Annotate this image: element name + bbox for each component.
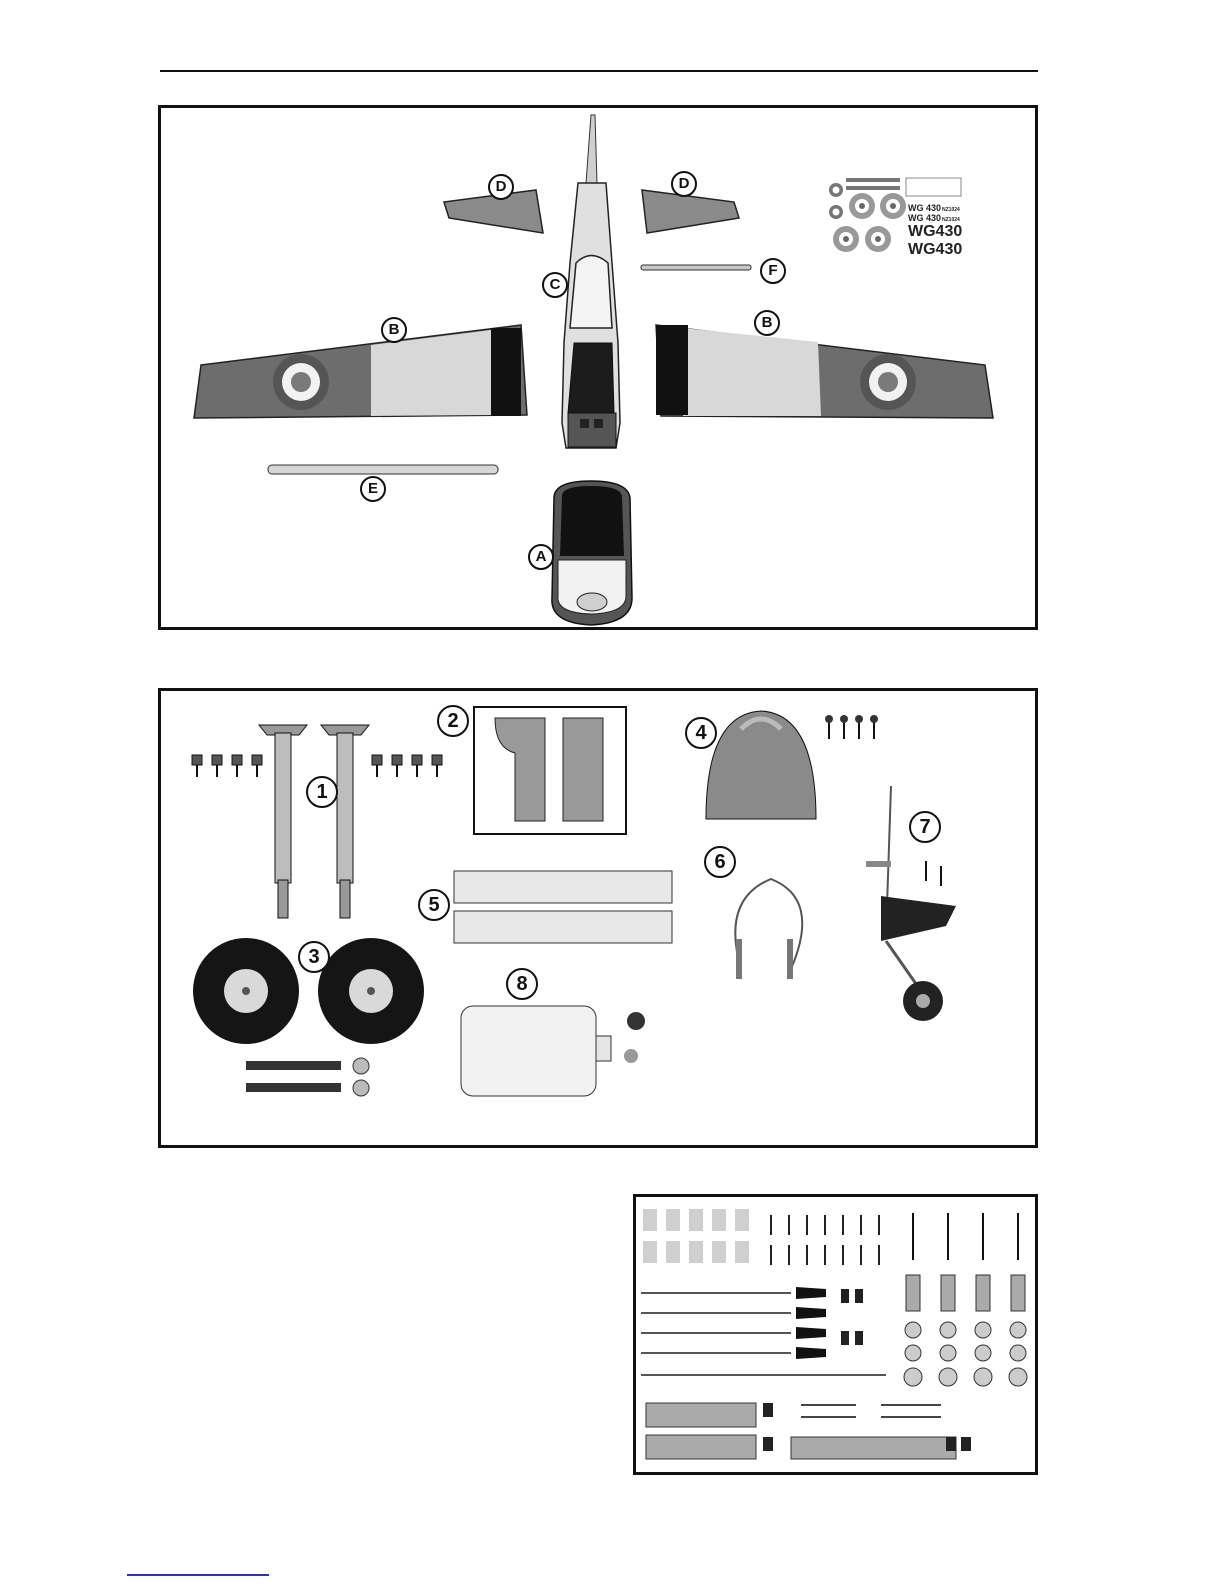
decal-code-small-1: NZ1024 xyxy=(942,207,960,213)
decal-serial-small-1: WG 430 xyxy=(908,203,941,213)
label-main-gear: 1 xyxy=(306,776,338,808)
label-wing-left: B xyxy=(381,317,407,343)
label-stabilizer-right: D xyxy=(671,171,697,197)
gear-fairings-box xyxy=(473,706,627,835)
label-tail-wheel: 7 xyxy=(909,811,941,843)
label-spinner: 4 xyxy=(685,717,717,749)
decal-sheet-image: WG 430 NZ1024 WG 430 NZ1024 WG430 WG430 xyxy=(826,176,966,258)
hardware-image xyxy=(641,1205,1031,1467)
accessory-parts-panel: 1 2 4 5 6 7 3 xyxy=(158,688,1038,1148)
pull-pull-cable-image xyxy=(721,869,831,989)
footer-link-underline[interactable] xyxy=(127,1574,269,1576)
decal-serial-large-1: WG430 xyxy=(908,223,962,240)
wing-tube-image xyxy=(266,463,501,477)
label-gear-fairings: 2 xyxy=(437,705,469,737)
wing-left-image xyxy=(191,320,536,420)
label-pull-pull-cable: 6 xyxy=(704,846,736,878)
wing-right-image xyxy=(653,320,998,420)
header-rule xyxy=(160,70,1038,72)
label-fuselage: C xyxy=(542,272,568,298)
label-wheels: 3 xyxy=(298,941,330,973)
label-stab-tube: F xyxy=(760,258,786,284)
wing-fillets-image xyxy=(451,869,676,949)
label-wing-fillets: 5 xyxy=(418,889,450,921)
label-stabilizer-left: D xyxy=(488,174,514,200)
fuel-tank-image xyxy=(456,996,676,1101)
main-gear-image xyxy=(189,705,439,925)
label-fuel-tank: 8 xyxy=(506,968,538,1000)
label-cowl: A xyxy=(528,544,554,570)
label-wing-right: B xyxy=(754,310,780,336)
spinner-image xyxy=(701,709,886,829)
label-wing-tube: E xyxy=(360,476,386,502)
decal-serial-large-2: WG430 xyxy=(908,241,962,258)
airframe-parts-panel: WG 430 NZ1024 WG 430 NZ1024 WG430 WG430 … xyxy=(158,105,1038,630)
cowl-image xyxy=(546,478,646,628)
decal-serial-small-2: WG 430 xyxy=(908,213,941,223)
stab-tube-image xyxy=(639,263,754,273)
gear-fairings-image xyxy=(485,713,615,828)
stabilizer-right-image xyxy=(639,188,744,236)
hardware-panel xyxy=(633,1194,1038,1475)
